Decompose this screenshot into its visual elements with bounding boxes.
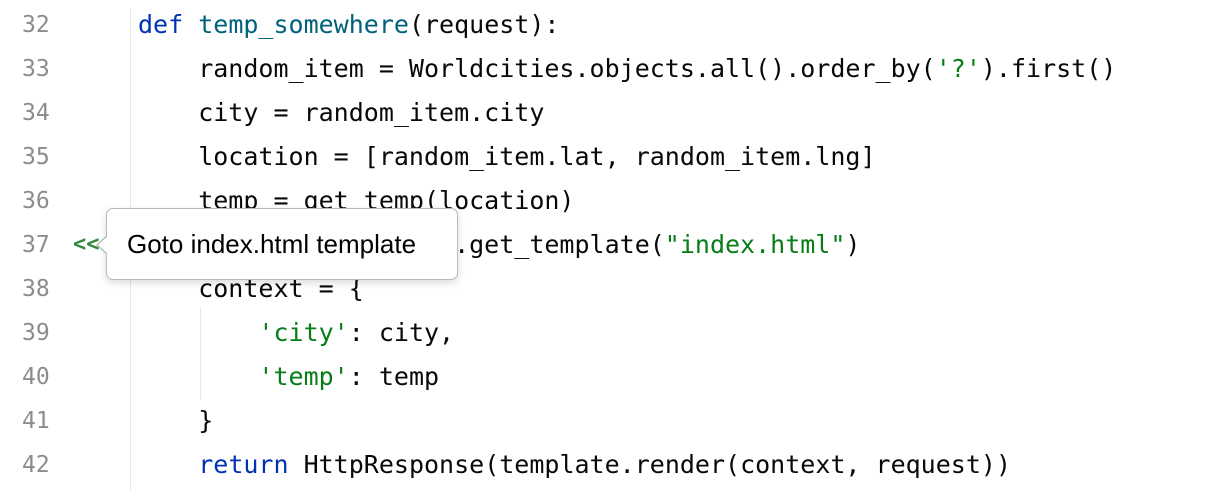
code-text: location = [random_item.lat, random_item…	[138, 135, 876, 179]
code-text: def temp_somewhere(request):	[138, 3, 559, 47]
line-number: 36	[22, 188, 50, 214]
indent-guide-block	[200, 308, 201, 400]
code-line[interactable]: 32 def temp_somewhere(request):	[0, 3, 1232, 47]
code-token: city = random_item.city	[138, 98, 545, 127]
function-name-token: temp_somewhere	[198, 10, 409, 39]
code-token: temp = get_temp(location)	[138, 186, 575, 215]
code-line[interactable]: 42 return HttpResponse(template.render(c…	[0, 443, 1232, 487]
code-token: random_item = Worldcities.objects.all().…	[138, 54, 936, 83]
code-line[interactable]: 34 city = random_item.city	[0, 91, 1232, 135]
line-number: 42	[22, 452, 50, 478]
code-line[interactable]: 33 random_item = Worldcities.objects.all…	[0, 47, 1232, 91]
line-number: 33	[22, 56, 50, 82]
keyword-token: return	[198, 450, 289, 479]
line-number: 35	[22, 144, 50, 170]
code-line[interactable]: 41 }	[0, 399, 1232, 443]
navigate-to-template-icon[interactable]: <<	[73, 232, 100, 257]
string-token: "index.html"	[664, 230, 846, 259]
code-text: temp = get_temp(location)	[138, 179, 575, 223]
code-token	[138, 450, 198, 479]
code-token: )	[845, 230, 861, 259]
code-token	[138, 362, 258, 391]
code-line[interactable]: 35 location = [random_item.lat, random_i…	[0, 135, 1232, 179]
code-line[interactable]: 38 context = {	[0, 267, 1232, 311]
keyword-token: def	[138, 10, 199, 39]
code-token: ).first()	[980, 54, 1117, 83]
code-token: : temp	[348, 362, 440, 391]
string-token: 'temp'	[258, 362, 349, 391]
line-number: 40	[22, 364, 50, 390]
code-token	[138, 318, 258, 347]
goto-template-tooltip: Goto index.html template	[96, 208, 458, 280]
code-token: location = [random_item.lat, random_item…	[138, 142, 876, 171]
code-token: : city,	[348, 318, 455, 347]
code-token: }	[138, 406, 214, 435]
tooltip-text: Goto index.html template	[127, 229, 417, 259]
string-token: '?'	[935, 54, 981, 83]
code-text: }	[138, 399, 213, 443]
line-number: 39	[22, 320, 50, 346]
line-number: 41	[22, 408, 50, 434]
code-text: city = random_item.city	[138, 91, 544, 135]
code-line[interactable]: 39 'city': city,	[0, 311, 1232, 355]
line-number: 38	[22, 276, 50, 302]
code-text: return HttpResponse(template.render(cont…	[138, 443, 1011, 487]
code-line[interactable]: 36 temp = get_temp(location)	[0, 179, 1232, 223]
code-line[interactable]: 40 'temp': temp	[0, 355, 1232, 399]
code-token: (request):	[408, 10, 560, 39]
code-text: 'city': city,	[138, 311, 454, 355]
line-number: 32	[22, 12, 50, 38]
line-number: 37	[22, 232, 50, 258]
tooltip-arrow-inner	[98, 236, 108, 254]
string-token: 'city'	[258, 318, 349, 347]
code-token: HttpResponse(template.render(context, re…	[288, 450, 1011, 479]
line-number: 34	[22, 100, 50, 126]
code-text: 'temp': temp	[138, 355, 439, 399]
code-text: random_item = Worldcities.objects.all().…	[138, 47, 1116, 91]
